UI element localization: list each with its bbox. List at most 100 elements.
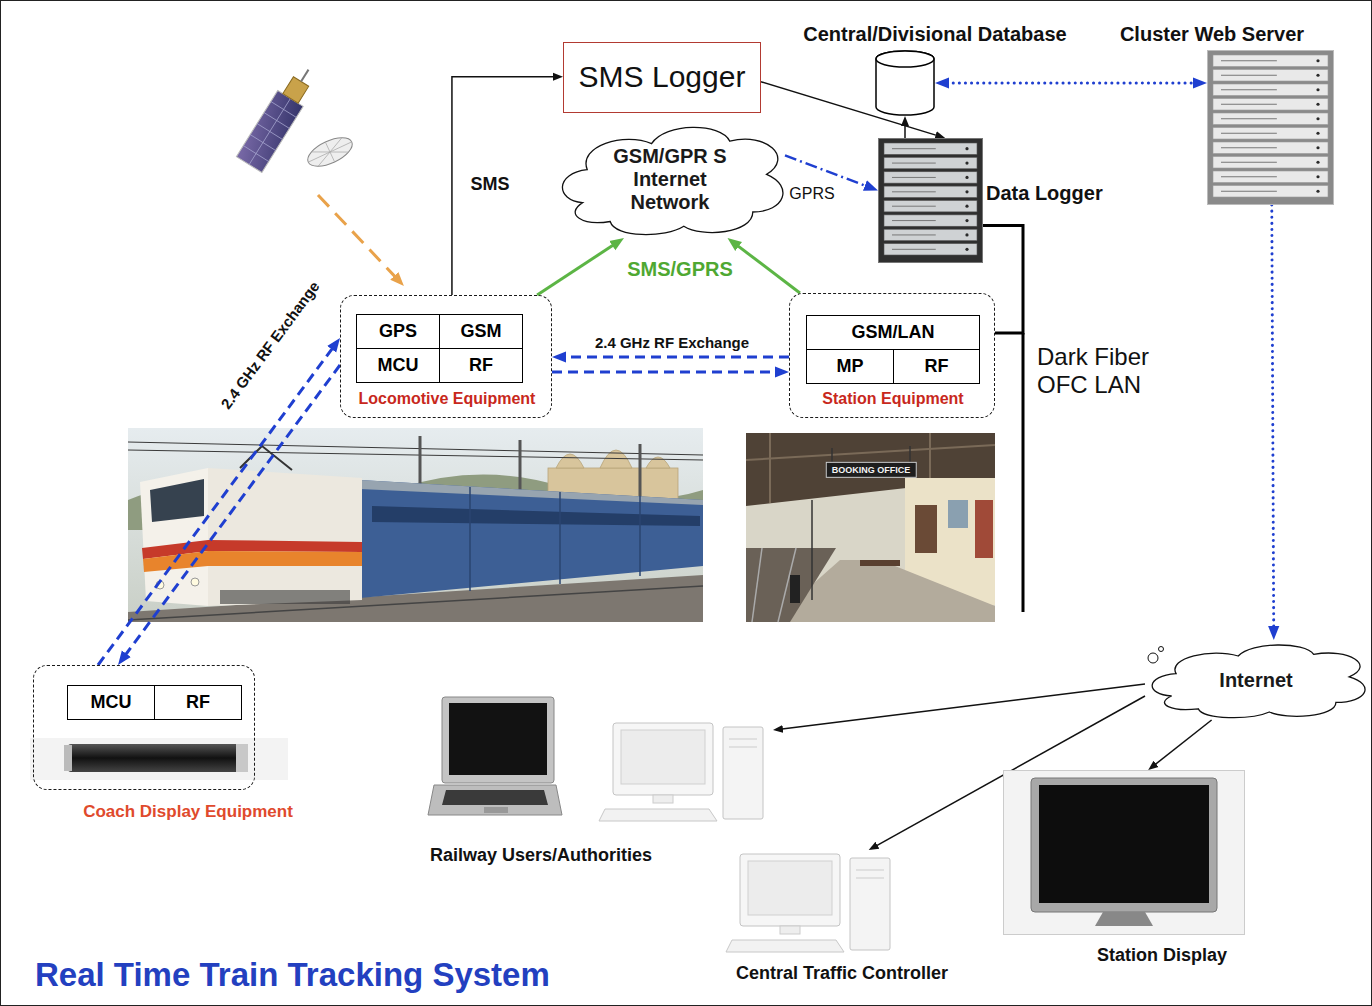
server-rack-figure	[884, 215, 977, 226]
controller-terminal-figure	[856, 870, 884, 878]
satellite-icon	[236, 90, 303, 172]
connector	[558, 355, 789, 358]
connector	[983, 226, 1023, 334]
user-terminals-figure	[428, 695, 773, 830]
station-sign: BOOKING OFFICE	[826, 462, 917, 478]
controller-terminal: Central Traffic Controller	[720, 850, 897, 955]
train-photo	[128, 428, 703, 622]
module-label: GPS	[379, 321, 417, 342]
node-heading: Data Logger	[986, 182, 1103, 205]
equipment-group: MCURFCoach Display Equipment	[33, 665, 255, 790]
server-rack-figure	[1213, 84, 1328, 96]
coach-display-figure	[236, 744, 248, 772]
server-rack-figure	[965, 190, 968, 193]
server-rack-figure	[1316, 132, 1319, 135]
coach-display-figure	[30, 738, 288, 780]
connector	[1272, 205, 1274, 634]
user-terminals-figure	[442, 790, 548, 805]
station-photo	[915, 505, 937, 553]
user-terminals-figure	[599, 723, 763, 821]
connector	[537, 241, 619, 295]
train-photo	[559, 492, 561, 584]
network-cloud: GSM/GPR S Internet Network	[555, 120, 785, 238]
server-rack-figure	[1316, 74, 1319, 77]
connector	[785, 155, 872, 188]
server-rack-figure	[884, 186, 977, 197]
user-terminals-figure	[653, 795, 673, 803]
edge-label: Dark Fiber OFC LAN	[1037, 343, 1187, 398]
network-cloud-figure	[1159, 647, 1164, 652]
user-terminals-figure	[599, 809, 717, 821]
server-rack-figure	[1221, 89, 1277, 90]
server-rack-figure	[1316, 146, 1319, 149]
display-screen-figure	[1095, 912, 1153, 926]
user-terminals-figure	[723, 727, 763, 819]
server-rack-figure	[1213, 113, 1328, 125]
satellite-icon	[236, 90, 303, 172]
server-rack-figure	[1213, 128, 1328, 140]
connector	[1151, 720, 1212, 768]
coach-display-figure	[64, 745, 72, 771]
edge-label: SMS	[470, 174, 509, 195]
controller-terminal-figure	[740, 854, 840, 926]
train-photo	[360, 480, 703, 598]
satellite-icon	[304, 132, 357, 172]
train-photo	[240, 446, 292, 470]
cloud-label: Internet	[1219, 669, 1292, 692]
server-rack-figure	[884, 157, 977, 168]
train-photo	[128, 428, 703, 622]
satellite-icon	[236, 62, 356, 173]
module-label: MP	[837, 356, 864, 377]
controller-terminal-figure	[726, 854, 890, 952]
display-screen-figure	[1039, 785, 1209, 903]
train-photo	[128, 450, 703, 460]
server-rack-figure	[892, 163, 936, 164]
station-photo	[746, 445, 995, 460]
connector	[732, 242, 800, 293]
node-heading: Central/Divisional Database	[803, 23, 1066, 46]
module-cell: GSM	[439, 314, 523, 349]
module-cell: MCU	[67, 685, 155, 720]
server-rack-figure	[878, 138, 983, 263]
server-rack-figure	[892, 191, 936, 192]
station-photo	[811, 500, 813, 600]
satellite-icon	[283, 77, 309, 103]
user-terminals-figure	[729, 739, 757, 747]
train-photo	[639, 444, 642, 500]
connector	[452, 77, 560, 295]
user-terminals-figure	[449, 703, 547, 775]
group-heading: Station Equipment	[822, 390, 963, 408]
network-cloud-figure	[562, 127, 783, 234]
server-rack-figure	[1221, 60, 1277, 61]
module-cell: RF	[154, 685, 242, 720]
server-rack-figure	[1213, 55, 1328, 67]
train-photo	[140, 468, 208, 606]
server-rack-figure	[884, 143, 977, 154]
user-terminals-figure	[484, 807, 508, 813]
controller-terminal-figure	[780, 926, 800, 934]
server-rack-figure	[1213, 55, 1328, 197]
server-rack-figure	[1221, 104, 1277, 105]
network-cloud-figure	[1152, 645, 1365, 718]
server-rack-figure	[1221, 176, 1277, 177]
station-photo	[790, 575, 800, 603]
equipment-group: GPSGSMMCURFLocomotive Equipment	[340, 295, 552, 418]
module-cell: MP	[806, 349, 894, 384]
train-photo	[208, 551, 362, 566]
train-photo	[360, 480, 703, 505]
server-rack-figure	[1213, 157, 1328, 169]
server-rack-figure	[1316, 161, 1319, 164]
server-rack-figure	[884, 172, 977, 183]
module-label: GSM	[460, 321, 501, 342]
station-photo	[860, 560, 900, 566]
server-rack-figure	[965, 233, 968, 236]
edge-label: GPRS	[789, 185, 834, 203]
module-label: MCU	[378, 355, 419, 376]
server-rack-figure	[1221, 191, 1277, 192]
server-rack-figure	[1221, 118, 1277, 119]
server-rack-figure	[965, 147, 968, 150]
module-label: GSM/LAN	[852, 322, 935, 343]
train-photo	[469, 487, 471, 591]
server-rack-figure	[884, 229, 977, 240]
